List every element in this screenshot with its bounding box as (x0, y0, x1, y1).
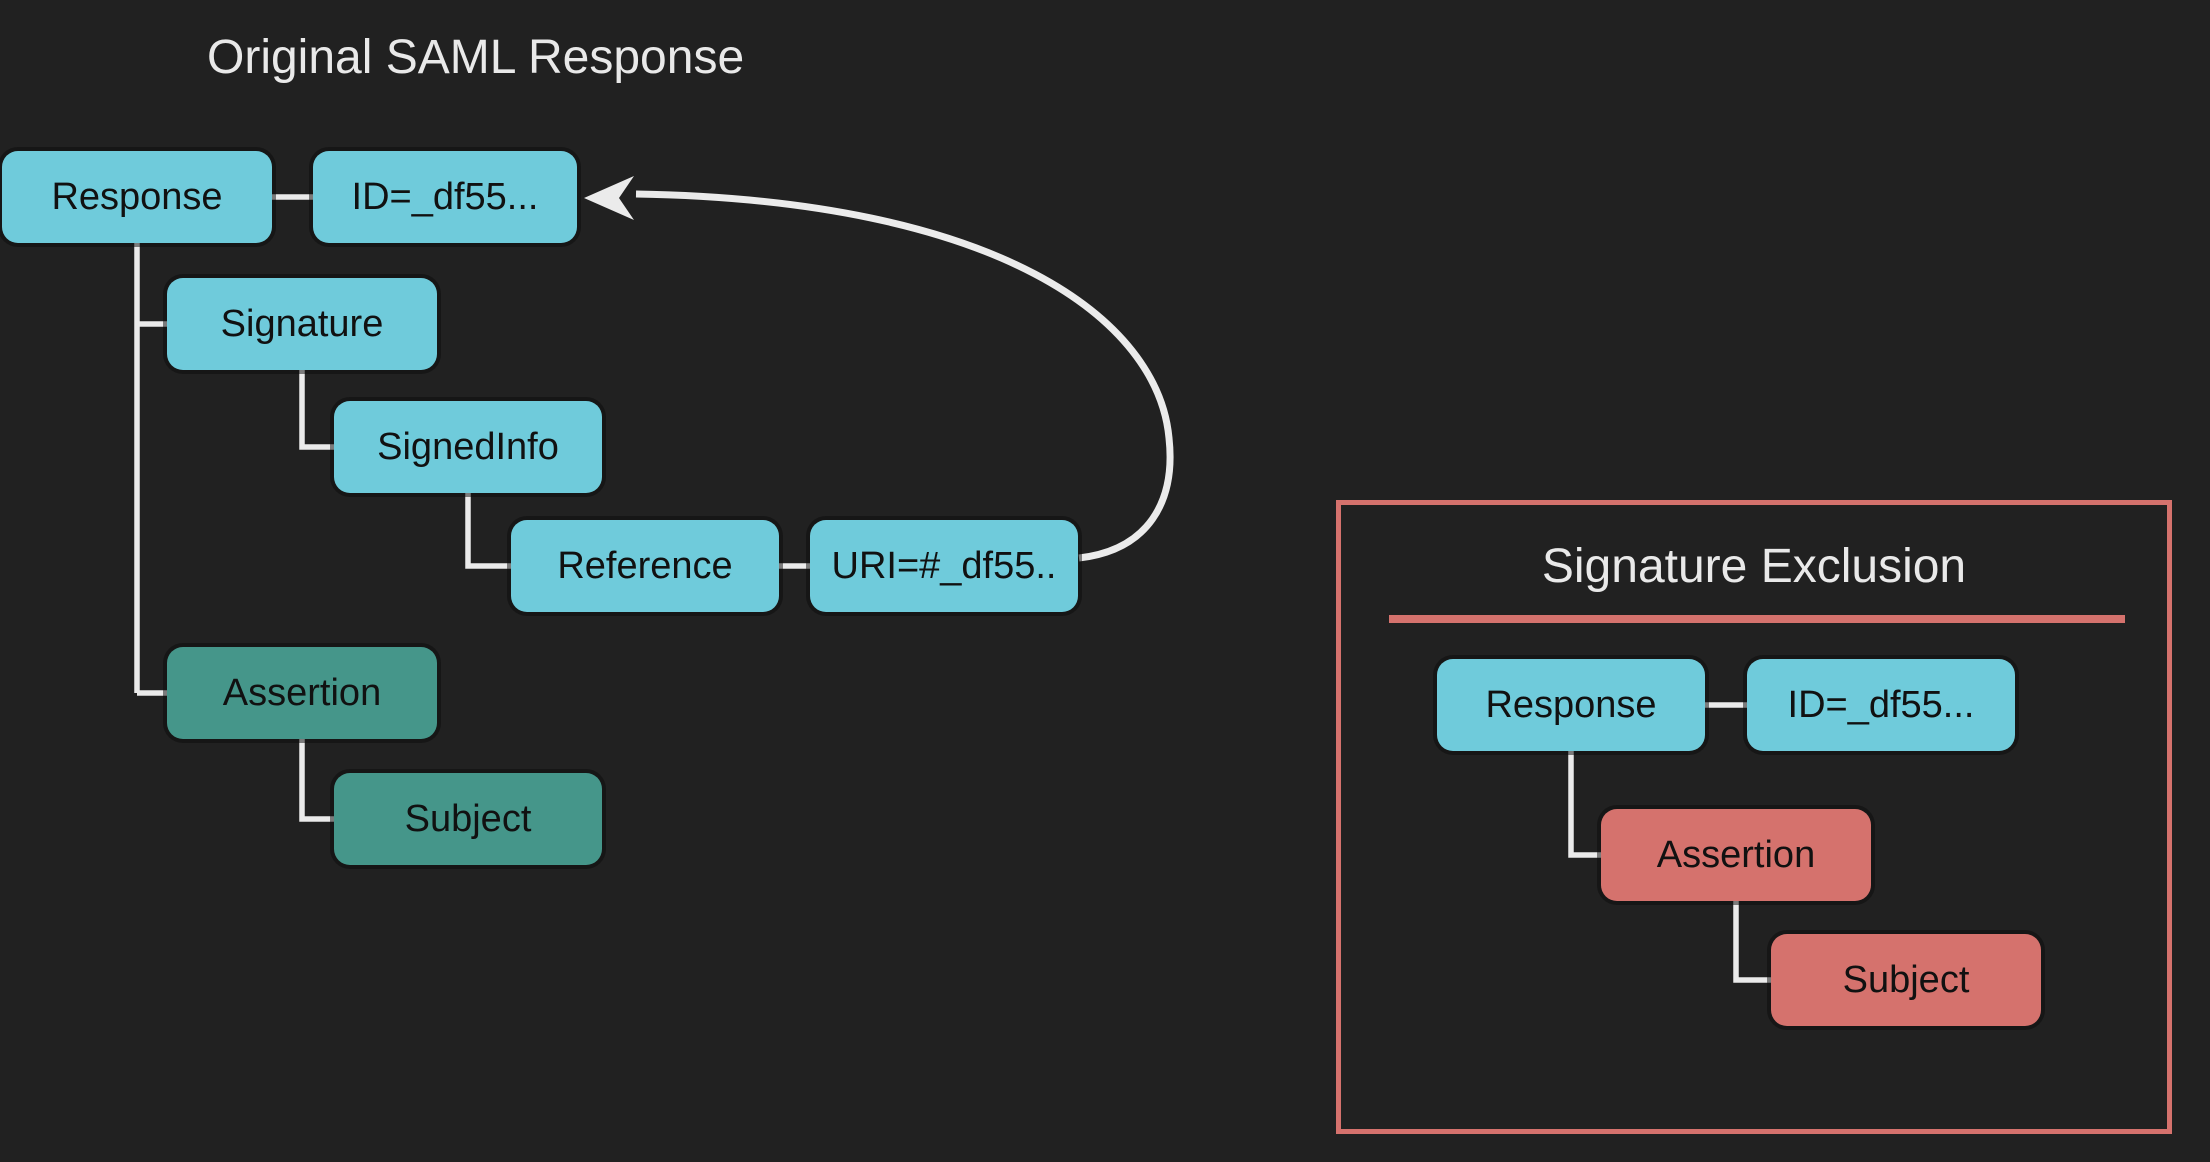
signature-exclusion-panel: Signature Exclusion (1336, 500, 2172, 1134)
connector-signedinfo-reference (465, 493, 511, 569)
uri-to-id-arrowhead-icon (584, 176, 634, 220)
connector-exclusion-assertion-subject (1733, 901, 1771, 983)
signature-exclusion-underline (1389, 615, 2125, 623)
node-uri: URI=#_df55.. (810, 520, 1078, 612)
node-signedinfo: SignedInfo (334, 401, 602, 493)
connector-assertion-subject (299, 739, 334, 822)
node-signature: Signature (167, 278, 437, 370)
connector-signature-signedinfo (299, 370, 334, 450)
node-response: Response (2, 151, 272, 243)
signature-exclusion-title: Signature Exclusion (1541, 540, 1967, 593)
exclusion-node-subject: Subject (1771, 934, 2041, 1026)
uri-to-id-arrow-curve (635, 190, 1174, 562)
original-saml-title: Original SAML Response (207, 31, 745, 84)
connector-exclusion-response-assertion (1568, 751, 1601, 858)
node-id: ID=_df55... (313, 151, 577, 243)
exclusion-node-response: Response (1437, 659, 1705, 751)
node-subject: Subject (334, 773, 602, 865)
exclusion-node-id: ID=_df55... (1747, 659, 2015, 751)
node-assertion: Assertion (167, 647, 437, 739)
node-reference: Reference (511, 520, 779, 612)
exclusion-node-assertion: Assertion (1601, 809, 1871, 901)
